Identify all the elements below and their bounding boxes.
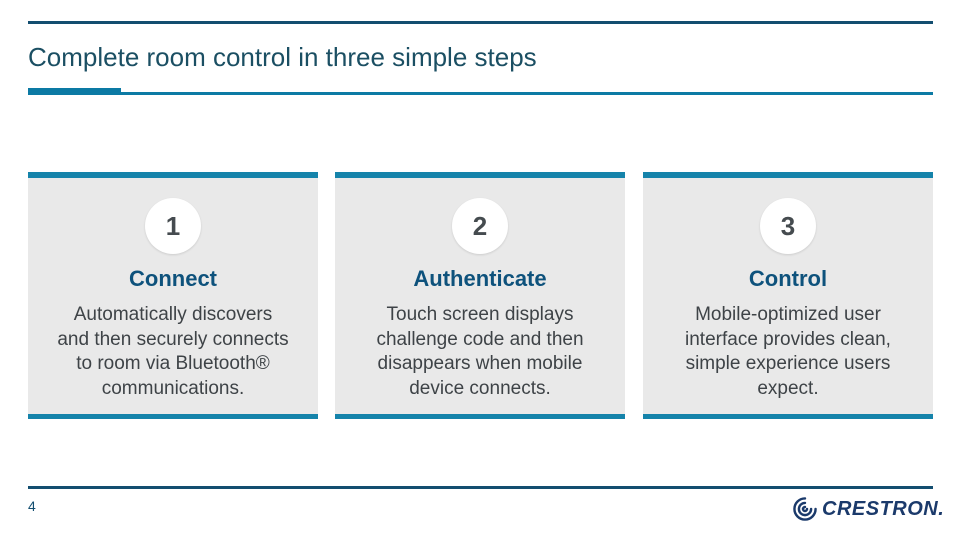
step-number: 1 bbox=[165, 210, 181, 241]
top-divider bbox=[28, 21, 933, 24]
card-bottom-bar bbox=[335, 414, 625, 419]
step-number-badge: 2 bbox=[452, 198, 508, 254]
title-accent-bar bbox=[28, 88, 121, 95]
card-bottom-bar bbox=[28, 414, 318, 419]
bottom-divider bbox=[28, 486, 933, 489]
page-title: Complete room control in three simple st… bbox=[28, 42, 537, 72]
step-description: Mobile-optimized user interface provides… bbox=[685, 304, 891, 399]
step-description: Automatically discovers and then securel… bbox=[57, 304, 289, 399]
crestron-logo: CRESTRON. bbox=[792, 494, 944, 524]
card-body: 2 Authenticate Touch screen displays cha… bbox=[335, 178, 625, 414]
card-top-bar bbox=[643, 172, 933, 178]
step-card-authenticate: 2 Authenticate Touch screen displays cha… bbox=[335, 172, 625, 419]
step-card-control: 3 Control Mobile-optimized user interfac… bbox=[643, 172, 933, 419]
step-description: Touch screen displays challenge code and… bbox=[376, 304, 584, 399]
page-number: 4 bbox=[28, 498, 36, 514]
step-heading: Control bbox=[748, 266, 828, 291]
title-accent-line bbox=[121, 92, 933, 95]
step-card-connect: 1 Connect Automatically discovers and th… bbox=[28, 172, 318, 419]
step-number: 3 bbox=[780, 210, 796, 241]
card-body: 1 Connect Automatically discovers and th… bbox=[28, 178, 318, 414]
crestron-swirl-icon bbox=[793, 497, 817, 521]
step-number: 2 bbox=[472, 210, 488, 241]
step-heading: Authenticate bbox=[413, 266, 547, 291]
step-number-badge: 1 bbox=[145, 198, 201, 254]
step-number-badge: 3 bbox=[760, 198, 816, 254]
crestron-wordmark: CRESTRON. bbox=[822, 497, 945, 520]
card-top-bar bbox=[335, 172, 625, 178]
card-top-bar bbox=[28, 172, 318, 178]
card-body: 3 Control Mobile-optimized user interfac… bbox=[643, 178, 933, 414]
card-bottom-bar bbox=[643, 414, 933, 419]
step-heading: Connect bbox=[129, 266, 217, 291]
